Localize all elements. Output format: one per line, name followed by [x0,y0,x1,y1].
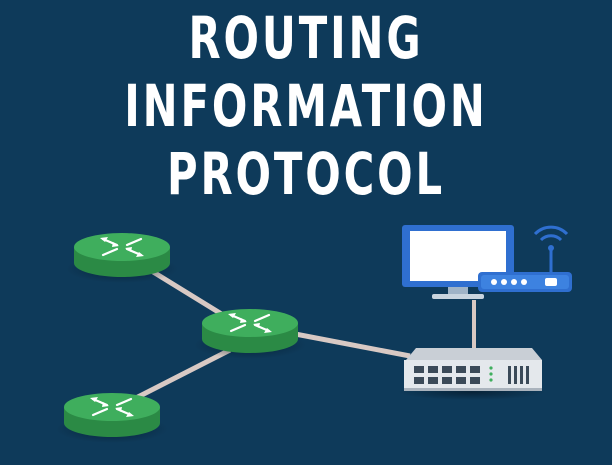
cable-center-to-switch [289,330,411,359]
router-bottom-left-icon [54,391,170,445]
router-center-icon [192,307,308,361]
network-switch-icon [398,348,546,400]
title-line-3: PROTOCOL [166,140,446,208]
cable-center-to-bottom [126,347,232,405]
router-top-left-icon [64,231,180,285]
title-line-1: ROUTING [188,4,424,72]
page-title: ROUTING INFORMATION PROTOCOL [0,0,612,208]
title-line-2: INFORMATION [124,72,488,140]
wifi-access-point-icon [478,225,572,292]
